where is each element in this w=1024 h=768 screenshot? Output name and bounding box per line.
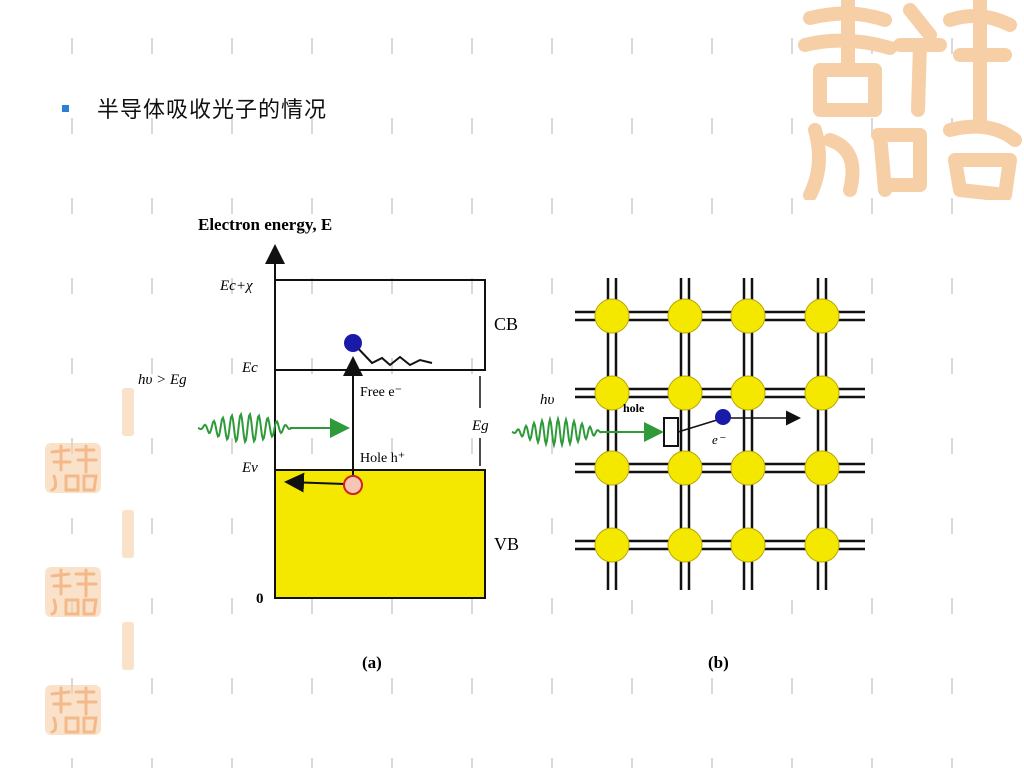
lattice-atom (804, 375, 840, 411)
lattice-atom (804, 527, 840, 563)
lattice-atoms (594, 298, 840, 563)
lattice-atom (730, 298, 766, 334)
lattice-atom (594, 298, 630, 334)
band-diagram: Electron energy, E Ec+χ Ec Ev 0 CB VB Eg… (138, 215, 519, 672)
gap-label: Eg (471, 418, 489, 434)
level-zero-label: 0 (256, 591, 264, 607)
auspicious-seal-fragment-icon (122, 388, 134, 436)
slide-bullet-text: 半导体吸收光子的情况 (97, 98, 328, 123)
lattice-atom (594, 527, 630, 563)
electron-scatter-path (352, 342, 433, 367)
auspicious-seal-icon (45, 567, 101, 617)
vb-label: VB (494, 534, 519, 554)
caption-a: (a) (362, 653, 382, 672)
lattice-atom (594, 375, 630, 411)
lattice-atom (594, 450, 630, 486)
crystal-lattice: hole e⁻ hυ (b) (511, 270, 870, 672)
lattice-atom (804, 298, 840, 334)
semiconductor-photon-absorption-figure: Electron energy, E Ec+χ Ec Ev 0 CB VB Eg… (138, 215, 870, 672)
lattice-electron (715, 409, 731, 425)
photon-energy-label: hυ > Eg (138, 372, 187, 388)
auspicious-seal-fragment-icon (122, 510, 134, 558)
lattice-atom (667, 298, 703, 334)
auspicious-seal-icon (45, 685, 101, 735)
photon-wave (197, 411, 293, 445)
hole (343, 475, 363, 495)
lattice-electron-label: e⁻ (712, 432, 726, 447)
lattice-atom (730, 527, 766, 563)
lattice-atom (804, 450, 840, 486)
caption-b: (b) (708, 653, 729, 672)
lattice-atom (730, 450, 766, 486)
level-ec-chi-label: Ec+χ (219, 278, 253, 294)
lattice-hole-box (663, 417, 679, 447)
cb-label: CB (494, 314, 518, 334)
lattice-atom (730, 375, 766, 411)
bullet-square-icon (62, 104, 69, 112)
auspicious-seal-fragment-icon (122, 622, 134, 670)
hole-motion-arrow (284, 472, 346, 493)
lattice-electron-link (677, 419, 718, 433)
lattice-hole-label: hole (623, 401, 645, 415)
lattice-atom (667, 375, 703, 411)
free-electron-label: Free e⁻ (360, 385, 402, 400)
valence-band (274, 469, 486, 599)
hole-label: Hole h⁺ (360, 451, 405, 466)
slide-bullet: 半导体吸收光子的情况 (62, 92, 327, 124)
free-electron (344, 334, 362, 352)
lattice-photon-wave (511, 415, 603, 449)
level-ec-label: Ec (241, 360, 258, 376)
level-ev-label: Ev (241, 460, 258, 476)
conduction-band (274, 279, 486, 371)
auspicious-seal-logo-icon (798, 0, 1022, 200)
lattice-photon-label: hυ (540, 392, 555, 408)
auspicious-seal-icon (45, 443, 101, 493)
lattice-atom (667, 450, 703, 486)
energy-axis-label: Electron energy, E (198, 215, 332, 234)
lattice-atom (667, 527, 703, 563)
